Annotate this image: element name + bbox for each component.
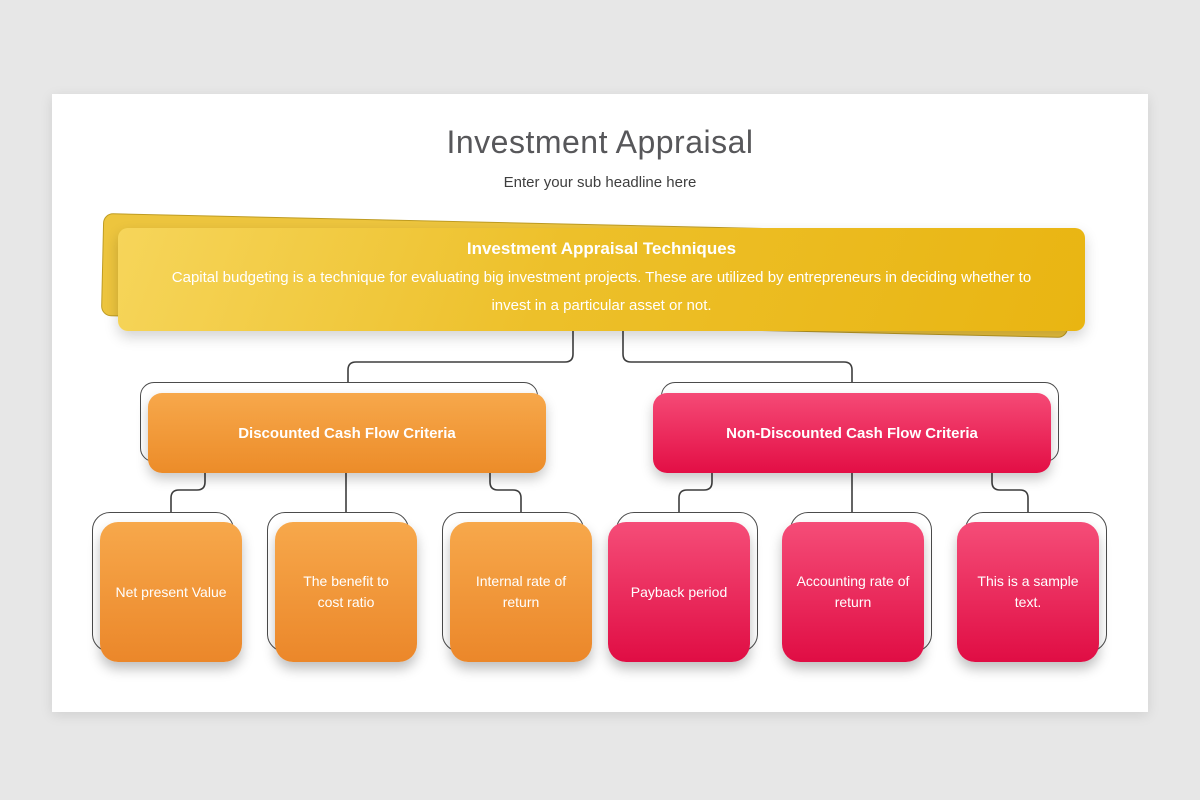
- leaf-label: The benefit to cost ratio: [303, 573, 389, 610]
- branch-non-discounted-label: Non-Discounted Cash Flow Criteria: [726, 424, 978, 442]
- leaf-label: This is a sample text.: [977, 573, 1079, 610]
- branch-discounted-label: Discounted Cash Flow Criteria: [238, 424, 456, 442]
- banner-body: Capital budgeting is a technique for eva…: [171, 269, 1032, 314]
- page-title: Investment Appraisal: [446, 124, 754, 160]
- leaf-label: Accounting rate of return: [796, 573, 910, 610]
- connector-right-to-child6: [991, 472, 1029, 515]
- leaf-label: Net present Value: [115, 583, 227, 600]
- leaf-payback-period: Payback period: [608, 522, 750, 662]
- connector-left-to-child3: [489, 472, 522, 515]
- slide: Investment Appraisal Enter your sub head…: [52, 94, 1148, 712]
- connector-left-to-child1: [170, 472, 206, 515]
- leaf-accounting-rate-of-return: Accounting rate of return: [782, 522, 924, 662]
- page-subtitle: Enter your sub headline here: [503, 174, 697, 191]
- branch-discounted: Discounted Cash Flow Criteria: [148, 393, 546, 473]
- techniques-banner: Investment Appraisal Techniques Capital …: [118, 228, 1085, 331]
- connector-root-to-left-branch: [347, 330, 574, 387]
- leaf-label: Payback period: [630, 583, 728, 600]
- connector-root-to-right-branch: [622, 330, 853, 387]
- leaf-sample-text: This is a sample text.: [957, 522, 1099, 662]
- branch-non-discounted: Non-Discounted Cash Flow Criteria: [653, 393, 1051, 473]
- leaf-net-present-value: Net present Value: [100, 522, 242, 662]
- leaf-benefit-cost-ratio: The benefit to cost ratio: [275, 522, 417, 662]
- connector-lines: [170, 330, 1029, 515]
- connector-right-to-child4: [678, 472, 713, 515]
- leaf-label: Internal rate of return: [475, 573, 567, 610]
- banner-title: Investment Appraisal Techniques: [466, 239, 737, 258]
- leaf-internal-rate-of-return: Internal rate of return: [450, 522, 592, 662]
